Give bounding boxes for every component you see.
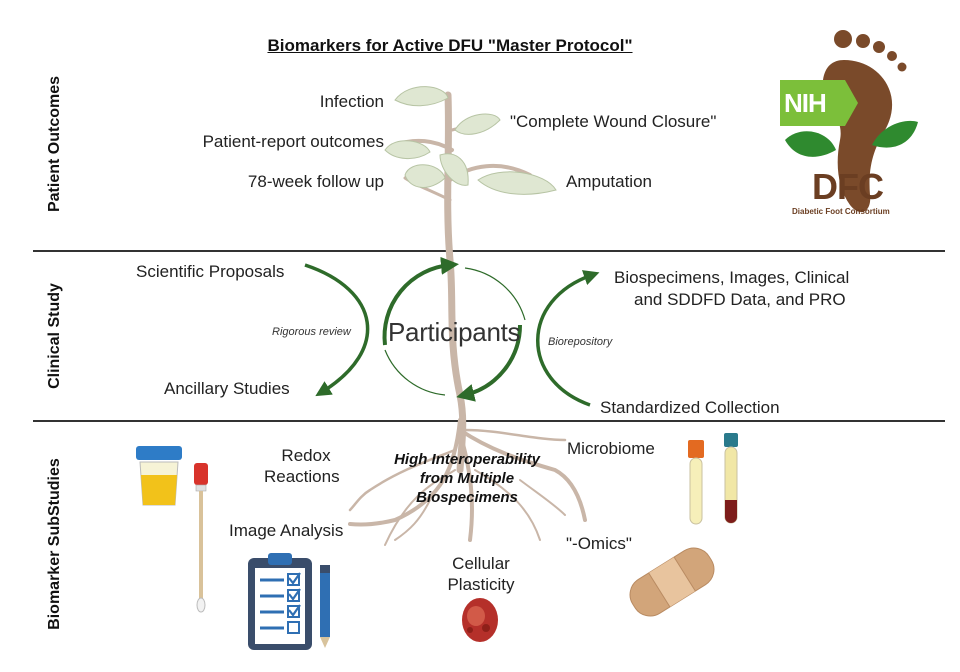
clinical-review: Rigorous review (272, 326, 351, 338)
page-title: Biomarkers for Active DFU "Master Protoc… (267, 36, 633, 55)
outcome-infection: Infection (319, 92, 384, 111)
participants-label: Participants (388, 317, 521, 347)
outcome-closure: "Complete Wound Closure" (510, 112, 717, 131)
pen-icon (320, 565, 330, 648)
bandage-icon (629, 547, 715, 617)
outcome-amputation: Amputation (566, 172, 652, 191)
clinical-ancillary: Ancillary Studies (164, 379, 290, 398)
substudy-image-analysis: Image Analysis (229, 521, 344, 540)
clinical-collection: Standardized Collection (600, 398, 780, 417)
interop-line1: High Interoperability (394, 451, 540, 468)
substudy-plasticity-line2: Plasticity (447, 575, 515, 594)
divider-top (33, 250, 945, 252)
logo-nih: NIH (784, 88, 827, 118)
clinical-biorepository: Biorepository (548, 336, 613, 348)
divider-bottom (33, 420, 945, 422)
foot-logo-icon (780, 30, 918, 213)
cycle-arrows (304, 256, 600, 407)
interop-line3: Biospecimens (416, 489, 518, 506)
blood-tube-icon (688, 433, 738, 525)
logo-tagline: Diabetic Foot Consortium (792, 207, 890, 216)
swab-icon (194, 463, 208, 613)
specimen-cup-icon (136, 446, 182, 506)
substudy-microbiome: Microbiome (567, 439, 655, 458)
interop-line2: from Multiple (419, 470, 515, 487)
plant-leaves (384, 86, 557, 195)
clinical-biospecimens-line2: and SDDFD Data, and PRO (634, 290, 846, 309)
clinical-proposals: Scientific Proposals (136, 262, 285, 281)
plant-roots (348, 418, 587, 546)
outcome-followup: 78-week follow up (247, 172, 384, 191)
outcome-pro: Patient-report outcomes (202, 132, 384, 151)
logo-dfc: DFC (812, 166, 884, 207)
substudy-omics: "-Omics" (566, 534, 632, 553)
substudy-redox-line2: Reactions (264, 467, 340, 486)
substudy-redox-line1: Redox (281, 446, 331, 465)
substudy-plasticity-line1: Cellular (452, 554, 510, 573)
clipboard-icon (248, 553, 312, 650)
clinical-biospecimens-line1: Biospecimens, Images, Clinical (614, 268, 850, 287)
tissue-sample-icon (462, 598, 498, 642)
substudy-interoperability: High Interoperability from Multiple Bios… (372, 450, 562, 507)
